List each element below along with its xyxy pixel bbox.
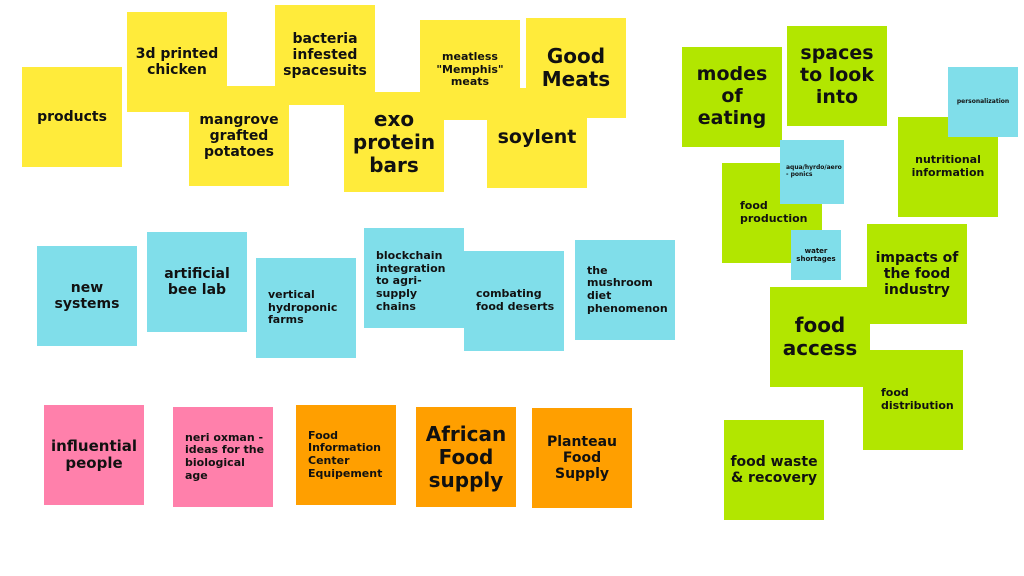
sticky-note-food-access[interactable]: food access (770, 287, 870, 387)
note-text: personalization (956, 97, 1010, 105)
note-text: food production (740, 199, 808, 225)
sticky-note-food-deserts[interactable]: combating food deserts (464, 251, 564, 351)
note-text: combating food deserts (476, 287, 555, 313)
sticky-note-vertical-hydroponic[interactable]: vertical hydroponic farms (256, 258, 356, 358)
sticky-note-food-information-center[interactable]: Food Information Center Equipement (296, 405, 396, 505)
note-text: mangrove grafted potatoes (199, 111, 279, 161)
sticky-note-mangrove[interactable]: mangrove grafted potatoes (189, 86, 289, 186)
sticky-note-products[interactable]: products (22, 67, 122, 167)
note-text: blockchain integration to agri-supply ch… (376, 249, 446, 313)
note-text: new systems (54, 279, 120, 312)
sticky-note-mushroom-diet[interactable]: the mushroom diet phenomenon (575, 240, 675, 340)
note-text: bacteria infested spacesuits (283, 30, 367, 80)
note-text: food distribution (881, 386, 954, 412)
note-text: nutritional information (911, 153, 985, 179)
note-text: vertical hydroponic farms (268, 288, 338, 327)
note-text: neri oxman - ideas for the biological ag… (185, 430, 265, 482)
sticky-note-blockchain[interactable]: blockchain integration to agri-supply ch… (364, 228, 464, 328)
sticky-note-spaces-to-look-into[interactable]: spaces to look into (787, 26, 887, 126)
note-text: modes of eating (696, 63, 768, 129)
note-text: African Food supply (425, 421, 507, 492)
sticky-note-african-food-supply[interactable]: African Food supply (416, 407, 516, 507)
sticky-note-new-systems[interactable]: new systems (37, 246, 137, 346)
note-text: Food Information Center Equipement (308, 428, 383, 480)
note-text: impacts of the food industry (875, 249, 959, 299)
note-text: artificial bee lab (164, 265, 230, 298)
note-text: exo protein bars (352, 106, 436, 177)
sticky-note-modes-of-eating[interactable]: modes of eating (682, 47, 782, 147)
note-text: Good Meats (541, 44, 611, 91)
sticky-note-soylent[interactable]: soylent (487, 88, 587, 188)
sticky-note-food-distribution[interactable]: food distribution (863, 350, 963, 450)
note-text: Planteau Food Supply (546, 433, 618, 483)
note-text: the mushroom diet phenomenon (587, 263, 668, 315)
sticky-note-aqua-hydro-aeroponics[interactable]: aqua/hyrdo/aero - ponics (780, 140, 844, 204)
sticky-note-personalization[interactable]: personalization (948, 67, 1018, 137)
sticky-note-impacts-of-food-industry[interactable]: impacts of the food industry (867, 224, 967, 324)
note-text: meatless "Memphis" meats (436, 50, 504, 89)
note-text: water shortages (796, 246, 836, 263)
note-text: food access (782, 313, 858, 360)
note-text: soylent (497, 126, 577, 149)
sticky-note-neri-oxman[interactable]: neri oxman - ideas for the biological ag… (173, 407, 273, 507)
sticky-note-planteau-food-supply[interactable]: Planteau Food Supply (532, 408, 632, 508)
note-text: influential people (50, 436, 138, 472)
note-text: aqua/hyrdo/aero - ponics (786, 164, 842, 178)
sticky-note-exo-protein-bars[interactable]: exo protein bars (344, 92, 444, 192)
sticky-note-influential-people[interactable]: influential people (44, 405, 144, 505)
sticky-note-food-waste-recovery[interactable]: food waste & recovery (724, 420, 824, 520)
sticky-note-artificial-bee-lab[interactable]: artificial bee lab (147, 232, 247, 332)
note-text: products (37, 108, 107, 125)
note-text: 3d printed chicken (135, 45, 219, 78)
sticky-note-3d-printed-chicken[interactable]: 3d printed chicken (127, 12, 227, 112)
sticky-note-water-shortages[interactable]: water shortages (791, 230, 841, 280)
note-text: spaces to look into (799, 42, 874, 108)
sticky-note-bacteria[interactable]: bacteria infested spacesuits (275, 5, 375, 105)
note-text: food waste & recovery (730, 453, 818, 486)
